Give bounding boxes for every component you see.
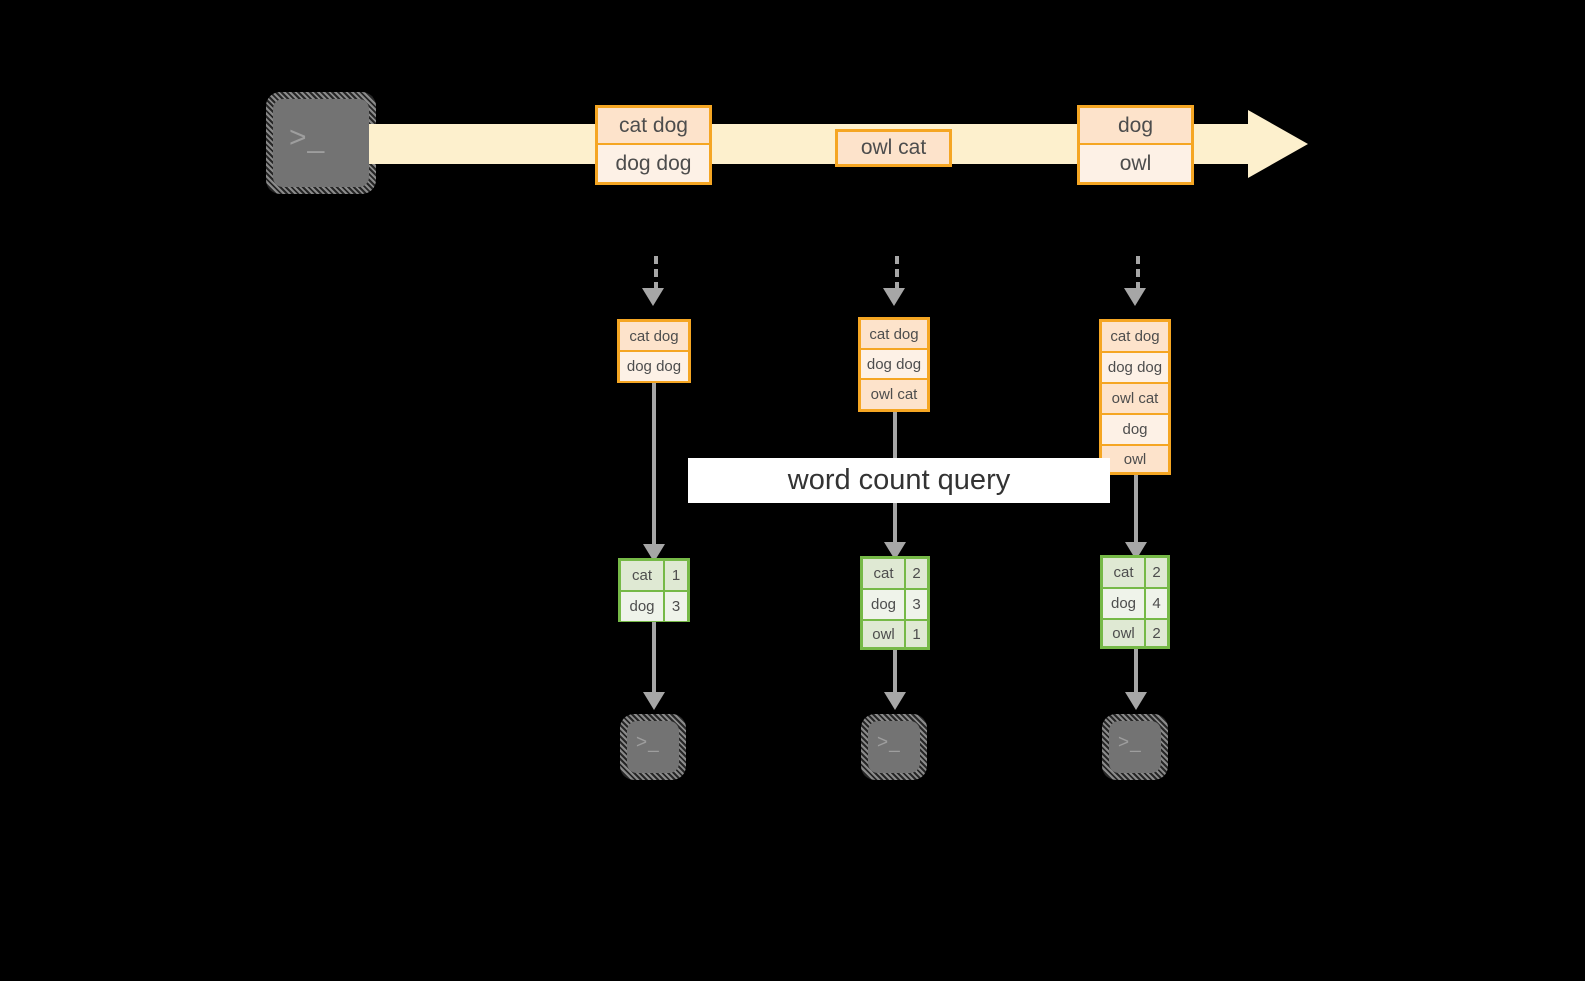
table-row: dog 3: [621, 592, 687, 621]
table-row: owl 1: [863, 621, 927, 647]
terminal-body: [1109, 721, 1161, 773]
snapshot-3-trigger-arrowhead: [1124, 288, 1146, 306]
result-word-cell: cat: [621, 561, 665, 590]
snapshot-1-input-line: dog dog: [620, 352, 688, 381]
table-row: cat 2: [1103, 558, 1167, 589]
result-count-cell: 2: [1146, 620, 1167, 646]
stream-message-line: cat dog: [598, 108, 709, 145]
result-count-cell: 3: [665, 592, 687, 621]
snapshot-1-sink-terminal-icon[interactable]: >_: [620, 714, 686, 780]
snapshot-1-input-line: cat dog: [620, 322, 688, 352]
snapshot-1-sink-line: [652, 622, 656, 697]
stream-message-line: dog: [1080, 108, 1191, 145]
snapshot-3-input-line: dog: [1102, 415, 1168, 446]
table-row: dog 4: [1103, 589, 1167, 620]
snapshot-3-query-line: [1134, 475, 1138, 547]
snapshot-3-sink-terminal-icon[interactable]: >_: [1102, 714, 1168, 780]
stream-message-line: owl: [1080, 145, 1191, 182]
result-word-cell: dog: [621, 592, 665, 621]
stream-message-1[interactable]: cat dog dog dog: [595, 105, 712, 185]
result-word-cell: dog: [1103, 589, 1146, 618]
result-count-cell: 2: [1146, 558, 1167, 587]
snapshot-2-input-line: dog dog: [861, 350, 927, 380]
terminal-body: [273, 99, 369, 187]
snapshot-3-input-line: cat dog: [1102, 322, 1168, 353]
snapshot-3-input-box[interactable]: cat dog dog dog owl cat dog owl: [1099, 319, 1171, 475]
stream-message-line: owl cat: [838, 132, 949, 164]
snapshot-2-input-box[interactable]: cat dog dog dog owl cat: [858, 317, 930, 412]
result-word-cell: cat: [1103, 558, 1146, 587]
table-row: cat 1: [621, 561, 687, 592]
result-word-cell: owl: [863, 621, 906, 647]
result-count-cell: 4: [1146, 589, 1167, 618]
snapshot-3-input-line: owl: [1102, 446, 1168, 472]
result-count-cell: 1: [665, 561, 687, 590]
snapshot-3-sink-line: [1134, 649, 1138, 697]
snapshot-2-input-line: cat dog: [861, 320, 927, 350]
snapshot-1-result-table[interactable]: cat 1 dog 3: [618, 558, 690, 622]
snapshot-1-query-line: [652, 383, 656, 549]
table-row: dog 3: [863, 590, 927, 621]
table-row: owl 2: [1103, 620, 1167, 646]
snapshot-1-query-arrowhead: [643, 544, 665, 562]
snapshot-2-result-table[interactable]: cat 2 dog 3 owl 1: [860, 556, 930, 650]
result-word-cell: cat: [863, 559, 906, 588]
result-word-cell: owl: [1103, 620, 1146, 646]
snapshot-1-sink-arrowhead: [643, 692, 665, 710]
snapshot-2-trigger-arrowhead: [883, 288, 905, 306]
snapshot-2-sink-terminal-icon[interactable]: >_: [861, 714, 927, 780]
terminal-body: [868, 721, 920, 773]
word-count-query-label: word count query: [688, 458, 1110, 503]
snapshot-1-trigger-line: [654, 256, 658, 290]
source-terminal-icon[interactable]: >_: [266, 92, 376, 194]
snapshot-1-input-box[interactable]: cat dog dog dog: [617, 319, 691, 383]
terminal-body: [627, 721, 679, 773]
result-count-cell: 2: [906, 559, 927, 588]
terminal-prompt-glyph: >_: [877, 732, 901, 753]
snapshot-2-sink-arrowhead: [884, 692, 906, 710]
result-word-cell: dog: [863, 590, 906, 619]
snapshot-2-sink-line: [893, 650, 897, 697]
snapshot-3-sink-arrowhead: [1125, 692, 1147, 710]
terminal-prompt-glyph: >_: [289, 121, 326, 154]
stream-message-3[interactable]: dog owl: [1077, 105, 1194, 185]
snapshot-3-result-table[interactable]: cat 2 dog 4 owl 2: [1100, 555, 1170, 649]
terminal-prompt-glyph: >_: [636, 732, 660, 753]
snapshot-3-input-line: owl cat: [1102, 384, 1168, 415]
terminal-prompt-glyph: >_: [1118, 732, 1142, 753]
snapshot-2-query-arrowhead: [884, 542, 906, 560]
stream-message-2[interactable]: owl cat: [835, 129, 952, 167]
result-count-cell: 3: [906, 590, 927, 619]
snapshot-3-trigger-line: [1136, 256, 1140, 290]
result-count-cell: 1: [906, 621, 927, 647]
snapshot-1-trigger-arrowhead: [642, 288, 664, 306]
snapshot-2-trigger-line: [895, 256, 899, 290]
snapshot-2-input-line: owl cat: [861, 380, 927, 409]
stream-message-line: dog dog: [598, 145, 709, 182]
table-row: cat 2: [863, 559, 927, 590]
snapshot-3-input-line: dog dog: [1102, 353, 1168, 384]
